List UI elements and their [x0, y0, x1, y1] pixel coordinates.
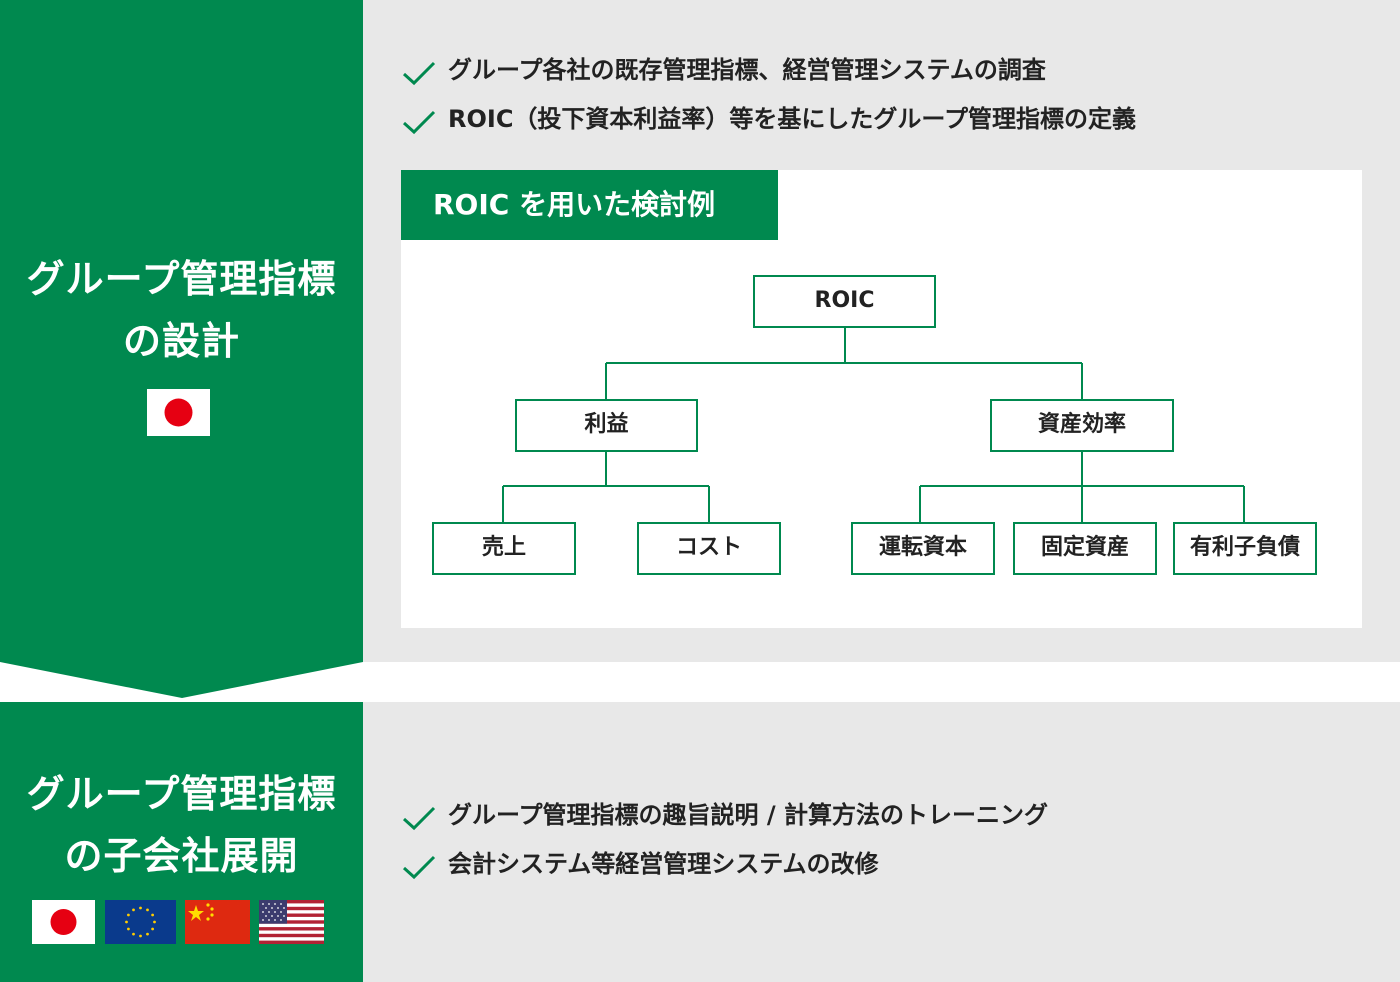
- design-bullet-list: グループ各社の既存管理指標、経営管理システムの調査 ROIC（投下資本利益率）等…: [402, 50, 1136, 148]
- china-flag-icon: [185, 900, 250, 944]
- design-bullet-text: ROIC（投下資本利益率）等を基にしたグループ管理指標の定義: [448, 105, 1136, 133]
- design-bullet-item: グループ各社の既存管理指標、経営管理システムの調査: [402, 50, 1136, 99]
- check-icon: [402, 61, 436, 86]
- check-icon: [402, 806, 436, 831]
- deployment-bullet-text: 会計システム等経営管理システムの改修: [448, 850, 879, 878]
- node-interest-bearing-debt: 有利子負債: [1173, 522, 1317, 575]
- deployment-title-line1: グループ管理指標: [26, 772, 337, 816]
- deployment-section-title: グループ管理指標 の子会社展開: [0, 763, 363, 887]
- node-profit: 利益: [515, 399, 698, 452]
- node-cost: コスト: [637, 522, 781, 575]
- design-title-line1: グループ管理指標: [26, 257, 337, 301]
- check-icon: [402, 855, 436, 880]
- deployment-bullet-list: グループ管理指標の趣旨説明 / 計算方法のトレーニング 会計システム等経営管理シ…: [402, 795, 1048, 893]
- deployment-bullet-item: 会計システム等経営管理システムの改修: [402, 844, 1048, 893]
- eu-flag-icon: [105, 900, 176, 944]
- design-title-line2: の設計: [122, 319, 240, 363]
- japan-flag-icon: [32, 900, 95, 944]
- roic-example-label: ROIC を用いた検討例: [401, 170, 778, 240]
- design-bullet-item: ROIC（投下資本利益率）等を基にしたグループ管理指標の定義: [402, 99, 1136, 148]
- deployment-bullet-text: グループ管理指標の趣旨説明 / 計算方法のトレーニング: [448, 801, 1049, 829]
- usa-flag-icon: [259, 900, 324, 944]
- check-icon: [402, 110, 436, 135]
- japan-flag-icon: [147, 389, 210, 436]
- node-working-capital: 運転資本: [851, 522, 995, 575]
- bottom-content-panel: [363, 702, 1400, 982]
- node-sales: 売上: [432, 522, 576, 575]
- node-roic: ROIC: [753, 275, 936, 328]
- design-section-title: グループ管理指標 の設計: [0, 248, 363, 372]
- design-bullet-text: グループ各社の既存管理指標、経営管理システムの調査: [448, 56, 1046, 84]
- deployment-title-line2: の子会社展開: [64, 834, 299, 878]
- node-asset-efficiency: 資産効率: [990, 399, 1174, 452]
- deployment-bullet-item: グループ管理指標の趣旨説明 / 計算方法のトレーニング: [402, 795, 1048, 844]
- node-fixed-assets: 固定資産: [1013, 522, 1157, 575]
